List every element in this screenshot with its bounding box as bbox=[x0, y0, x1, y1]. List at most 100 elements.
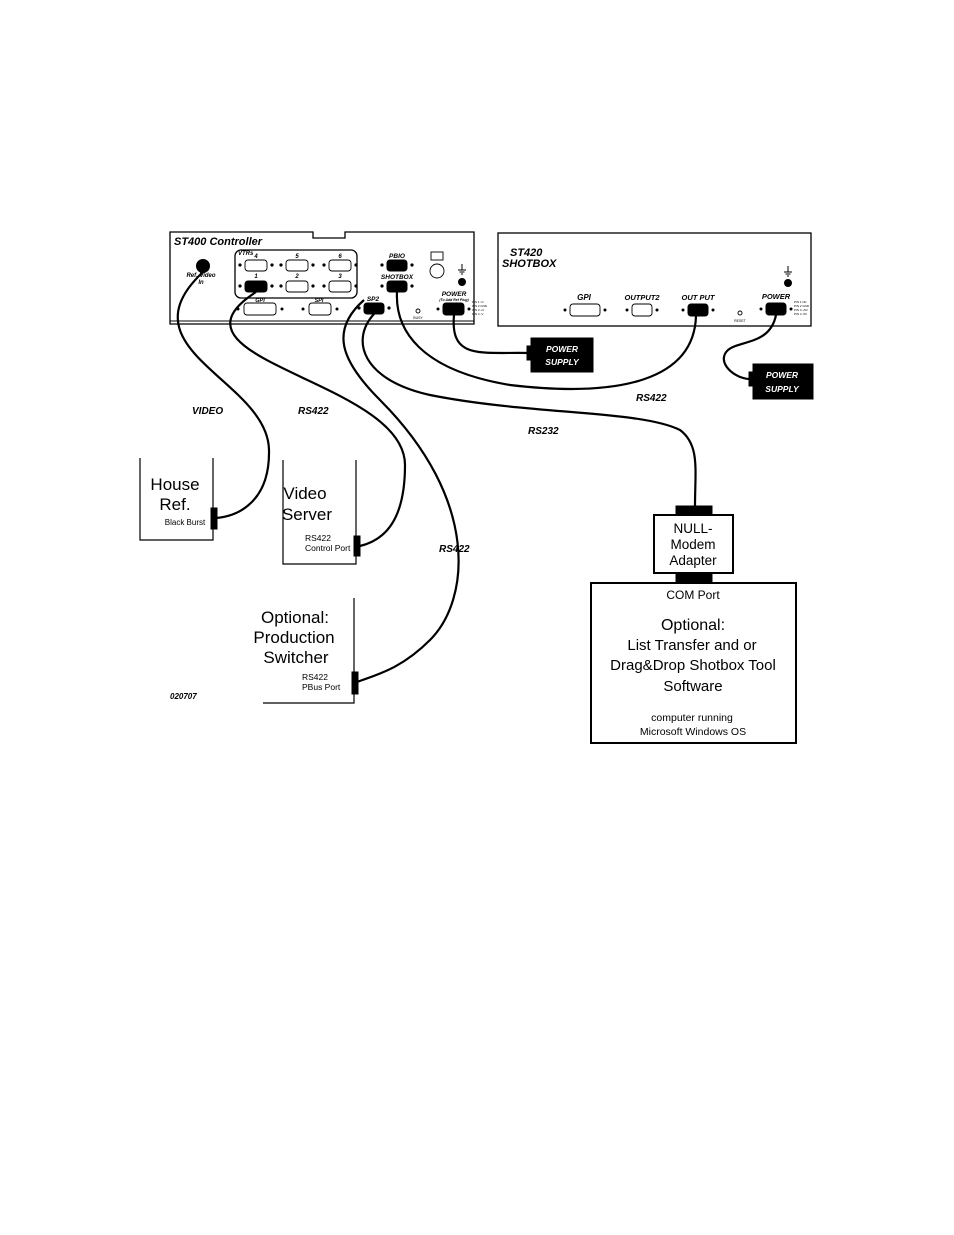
vtr-6-port bbox=[328, 259, 352, 272]
shotbox-port-label: SHOTBOX bbox=[381, 274, 414, 281]
shotbox-output2-label: OUTPUT2 bbox=[624, 293, 660, 302]
svg-text:PIN 4 -V: PIN 4 -V bbox=[472, 312, 483, 316]
shotbox-output-label: OUT PUT bbox=[682, 293, 716, 302]
switcher-sub1: RS422 bbox=[302, 672, 328, 682]
rs422-server-cable bbox=[229, 291, 407, 548]
vtr-5-number: 5 bbox=[295, 254, 299, 260]
switcher-sub2: PBus Port bbox=[302, 682, 341, 692]
spi-label: SPI bbox=[315, 298, 324, 304]
switcher-line2: Production bbox=[253, 628, 334, 647]
house-ref-line2: Ref. bbox=[159, 495, 190, 514]
svg-text:PIN 3 +V: PIN 3 +V bbox=[472, 308, 484, 312]
rs422-switcher-cable bbox=[342, 299, 460, 684]
vtr-3-port bbox=[328, 280, 352, 293]
rs422-switcher-cable-label: RS422 bbox=[439, 544, 470, 555]
power-supply-2: POWER SUPPLY bbox=[748, 363, 814, 400]
video-server-sub1: RS422 bbox=[305, 533, 331, 543]
vtr-1-port-connected bbox=[244, 280, 268, 293]
svg-text:PIN 2 GND: PIN 2 GND bbox=[794, 304, 810, 308]
power-switch bbox=[429, 263, 445, 279]
controller-power-cable bbox=[452, 314, 531, 355]
com-port-label: COM Port bbox=[666, 588, 720, 602]
st420-shotbox-panel: ST420 SHOTBOX GPI OUTPUT2 OUT PUT RESET … bbox=[497, 232, 812, 327]
power-supply-1-line2: SUPPLY bbox=[545, 357, 580, 367]
vtr-3-number: 3 bbox=[338, 274, 342, 280]
shotbox-power-cable bbox=[722, 314, 778, 381]
shotbox-ground-terminal bbox=[784, 279, 792, 287]
svg-text:PIN 1 NC: PIN 1 NC bbox=[794, 300, 808, 304]
pbio-label: PBIO bbox=[389, 253, 405, 260]
production-switcher-device: Optional: Production Switcher RS422 PBus… bbox=[253, 598, 359, 704]
spi-port bbox=[308, 302, 332, 316]
figure-id: 020707 bbox=[170, 692, 197, 701]
computer-line3: Drag&Drop Shotbox Tool bbox=[610, 657, 776, 674]
shotbox-title-2: SHOTBOX bbox=[502, 258, 557, 270]
svg-text:PIN 4 -5V: PIN 4 -5V bbox=[794, 312, 807, 316]
sp2-port-connected bbox=[363, 302, 385, 315]
vtr-6-number: 6 bbox=[338, 254, 342, 260]
null-modem-adapter: NULL- Modem Adapter bbox=[653, 505, 734, 584]
pbio-port-connected bbox=[386, 259, 408, 272]
vtr-2-number: 2 bbox=[294, 274, 299, 280]
cables bbox=[176, 271, 778, 684]
gpi-label: GPI bbox=[255, 298, 265, 304]
controller-title: ST400 Controller bbox=[174, 236, 263, 248]
switcher-line3: Switcher bbox=[263, 648, 329, 667]
power-supply-1-line1: POWER bbox=[546, 344, 579, 354]
display-icon bbox=[430, 251, 444, 261]
shotbox-port-connected bbox=[386, 280, 408, 293]
null-modem-line3: Adapter bbox=[669, 553, 717, 568]
vtrs-label: VTRs bbox=[238, 251, 254, 257]
computer-sub2: Microsoft Windows OS bbox=[640, 726, 746, 738]
power-supply-1: POWER SUPPLY bbox=[526, 337, 594, 373]
computer-line1: Optional: bbox=[661, 617, 725, 634]
video-cable bbox=[176, 271, 271, 520]
switcher-line1: Optional: bbox=[261, 608, 329, 627]
controller-power-port bbox=[442, 302, 465, 316]
null-modem-line1: NULL- bbox=[673, 521, 712, 536]
rs422-shotbox-cable bbox=[395, 291, 698, 391]
computer-sub1: computer running bbox=[651, 712, 733, 724]
rs422-server-cable-label: RS422 bbox=[298, 406, 329, 417]
svg-text:PIN 1 =1: PIN 1 =1 bbox=[472, 300, 484, 304]
rs422-shotbox-cable-label: RS422 bbox=[636, 393, 667, 404]
video-cable-label: VIDEO bbox=[192, 406, 223, 417]
rs232-cable bbox=[361, 313, 697, 507]
vtrs-group bbox=[234, 249, 358, 299]
vtr-4-port bbox=[244, 259, 268, 272]
ref-video-in-connector bbox=[196, 259, 210, 273]
vtr-4-number: 4 bbox=[253, 254, 258, 260]
computer-device: COM Port Optional: List Transfer and or … bbox=[590, 582, 797, 744]
vtr-5-port bbox=[285, 259, 309, 272]
shotbox-output2-port bbox=[631, 303, 653, 317]
rs232-cable-label: RS232 bbox=[528, 426, 559, 437]
power-supply-2-line2: SUPPLY bbox=[765, 384, 800, 394]
house-ref-connector bbox=[210, 507, 218, 530]
house-ref-sub: Black Burst bbox=[165, 518, 206, 527]
busy-led bbox=[415, 308, 421, 314]
shotbox-power-label: POWER bbox=[762, 292, 791, 301]
controller-power-sub: (To Add Ref Plug) bbox=[439, 298, 469, 302]
vtr-1-number: 1 bbox=[254, 274, 258, 280]
shotbox-gpi-port bbox=[569, 303, 601, 317]
st400-controller-panel: ST400 Controller Ref. Video In VTRs 4 5 … bbox=[169, 231, 488, 325]
house-ref-device: House Ref. Black Burst bbox=[139, 458, 218, 541]
video-server-connector bbox=[353, 535, 361, 557]
shotbox-output-port-connected bbox=[687, 303, 709, 317]
shotbox-power-port bbox=[765, 302, 787, 316]
video-server-device: Video Server RS422 Control Port bbox=[282, 460, 361, 565]
svg-text:PIN 2 GND: PIN 2 GND bbox=[472, 304, 488, 308]
switcher-connector bbox=[351, 671, 359, 695]
shotbox-gpi-label: GPI bbox=[577, 293, 592, 302]
video-server-line2: Server bbox=[282, 505, 332, 524]
ground-terminal bbox=[458, 278, 466, 286]
reset-led bbox=[737, 310, 743, 316]
computer-line4: Software bbox=[663, 678, 722, 695]
computer-line2: List Transfer and or bbox=[627, 637, 756, 654]
sp2-label: SP2 bbox=[367, 296, 380, 303]
house-ref-line1: House bbox=[150, 475, 199, 494]
ref-video-label: Ref. Video bbox=[186, 273, 215, 279]
controller-power-label: POWER bbox=[442, 291, 467, 298]
reset-label: RESET bbox=[734, 319, 747, 323]
